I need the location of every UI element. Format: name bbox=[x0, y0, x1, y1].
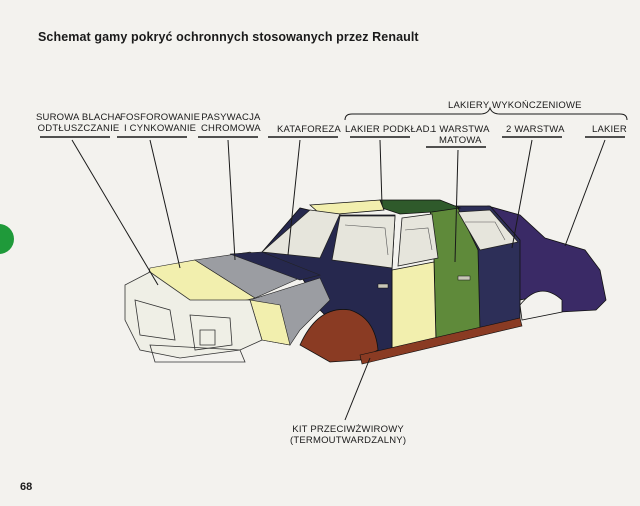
label-first-coat-line1: 1 WARSTWA bbox=[431, 124, 490, 135]
rear-window bbox=[457, 209, 519, 251]
hood-dark-band bbox=[229, 251, 321, 281]
label-first-coat-line2: MATOWA bbox=[438, 135, 482, 146]
label-phosphate-line2: I CYNKOWANIE bbox=[123, 123, 197, 134]
interior-frame-lines bbox=[344, 221, 506, 256]
label-underbody: KIT PRZECIWŻWIROWY (TERMOUTWARDZALNY) bbox=[290, 424, 406, 446]
page-title: Schemat gamy pokryć ochronnych stosowany… bbox=[38, 30, 419, 44]
section-tab bbox=[0, 224, 14, 254]
page-number: 68 bbox=[20, 481, 33, 493]
front-window bbox=[331, 215, 396, 269]
label-first-coat: 1 WARSTWA MATOWA bbox=[431, 124, 490, 146]
rear-door-window bbox=[397, 213, 439, 267]
label-cataphoresis: KATAFOREZA bbox=[277, 124, 341, 135]
label-chromate-line1: PASYWACJA bbox=[201, 112, 261, 123]
label-phosphate-line1: FOSFOROWANIE bbox=[120, 112, 201, 123]
finishing-coats-brace bbox=[344, 106, 628, 121]
door-handle-front bbox=[377, 283, 389, 289]
label-chromate: PASYWACJA CHROMOWA bbox=[201, 112, 261, 134]
label-primer: LAKIER PODKŁAD. bbox=[345, 124, 433, 135]
label-lacquer: LAKIER bbox=[592, 124, 627, 135]
front-wheel-arch bbox=[299, 309, 379, 363]
raw-front-structure bbox=[124, 271, 263, 363]
label-second-coat: 2 WARSTWA bbox=[506, 124, 565, 135]
label-raw-sheet: SUROWA BLACHA ODTŁUSZCZANIE bbox=[36, 112, 121, 134]
label-finishing-coats: LAKIERY WYKOŃCZENIOWE bbox=[448, 100, 582, 111]
primer-door-section bbox=[391, 261, 437, 351]
windshield bbox=[261, 209, 341, 259]
label-raw-line2: ODTŁUSZCZANIE bbox=[37, 123, 120, 134]
label-underbody-line2: (TERMOUTWARDZALNY) bbox=[290, 435, 407, 446]
door-handle bbox=[457, 275, 471, 281]
label-raw-line1: SUROWA BLACHA bbox=[36, 112, 122, 123]
label-chromate-line2: CHROMOWA bbox=[201, 123, 261, 134]
rear-wheel-arch bbox=[519, 290, 563, 321]
underbody-sill bbox=[359, 317, 523, 365]
label-phosphate: FOSFOROWANIE I CYNKOWANIE bbox=[120, 112, 200, 134]
leader-lines bbox=[71, 139, 606, 421]
label-underbody-line1: KIT PRZECIWŻWIROWY bbox=[292, 424, 404, 435]
label-underlines bbox=[40, 136, 625, 148]
